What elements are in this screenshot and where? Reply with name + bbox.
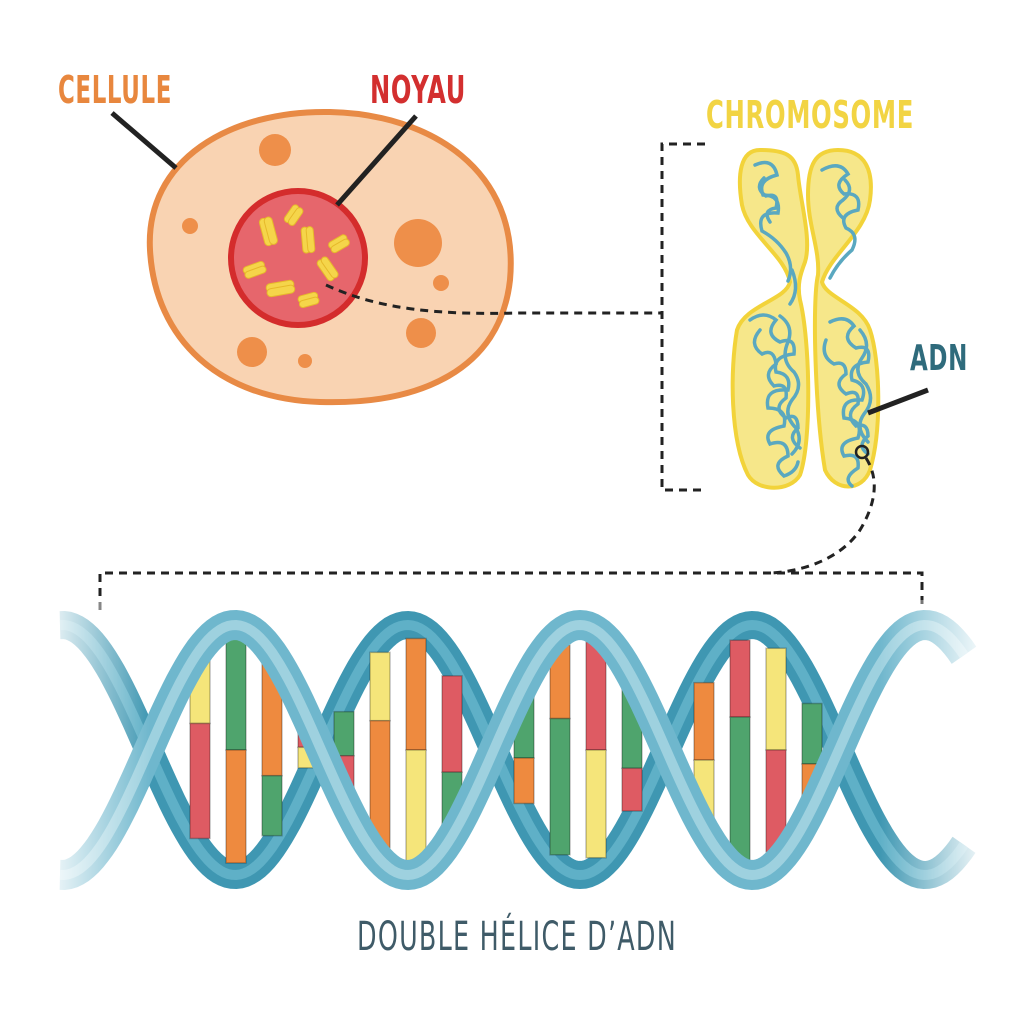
base-pair-segment (729, 639, 751, 718)
base-pair-segment (585, 749, 607, 859)
dna-label: ADN (910, 338, 968, 379)
base-pair-segment (189, 722, 211, 840)
organelle (394, 219, 442, 267)
base-pair-segment (729, 716, 751, 861)
organelle (433, 275, 449, 291)
helix-fade-left (40, 600, 150, 900)
organelle (182, 218, 198, 234)
cell-label: CELLULE (58, 68, 172, 112)
chromosome (730, 147, 881, 490)
helix-fade-right (880, 600, 990, 900)
base-pair-segment (405, 637, 427, 751)
base-pair-segment (513, 757, 535, 805)
nucleus (228, 188, 368, 328)
mini-chromosomes (242, 204, 350, 309)
organelle (259, 134, 291, 166)
chromosome-label: CHROMOSOME (706, 93, 914, 137)
helix-label: DOUBLE HÉLICE D’ADN (357, 912, 677, 960)
cell-leader-line (110, 111, 178, 170)
base-pair-segment (801, 702, 823, 765)
nucleus-to-chromosome-connector (325, 283, 662, 315)
base-pair-segment (405, 749, 427, 863)
base-pair-segment (225, 749, 247, 864)
base-pair-segment (549, 717, 571, 856)
base-pair-segment (693, 681, 715, 761)
dna-coils (748, 160, 873, 488)
helix-bracket (98, 571, 924, 610)
dna-leader-line (867, 387, 929, 416)
helix-front-strand-highlight (59, 619, 969, 881)
chromatid-left (730, 147, 811, 490)
cell (146, 108, 514, 406)
double-helix (40, 600, 990, 900)
chromosome-bracket (660, 142, 705, 492)
organelle (237, 337, 267, 367)
base-pair-segment (369, 651, 391, 722)
organelle (298, 354, 312, 368)
base-pair-segment (225, 636, 247, 751)
organelle (406, 318, 436, 348)
chromosome-to-helix-connector (769, 457, 876, 575)
magnifier-icon (854, 444, 870, 460)
nucleus-label: NOYAU (370, 68, 466, 112)
nucleus-leader-line (335, 114, 418, 207)
organelles (182, 134, 449, 368)
base-pair-segment (621, 767, 643, 812)
base-pair-segment (441, 675, 463, 773)
helix-back-strand-highlight (59, 619, 969, 881)
base-pair-segment (765, 647, 787, 751)
base-pair-segment (261, 774, 283, 837)
